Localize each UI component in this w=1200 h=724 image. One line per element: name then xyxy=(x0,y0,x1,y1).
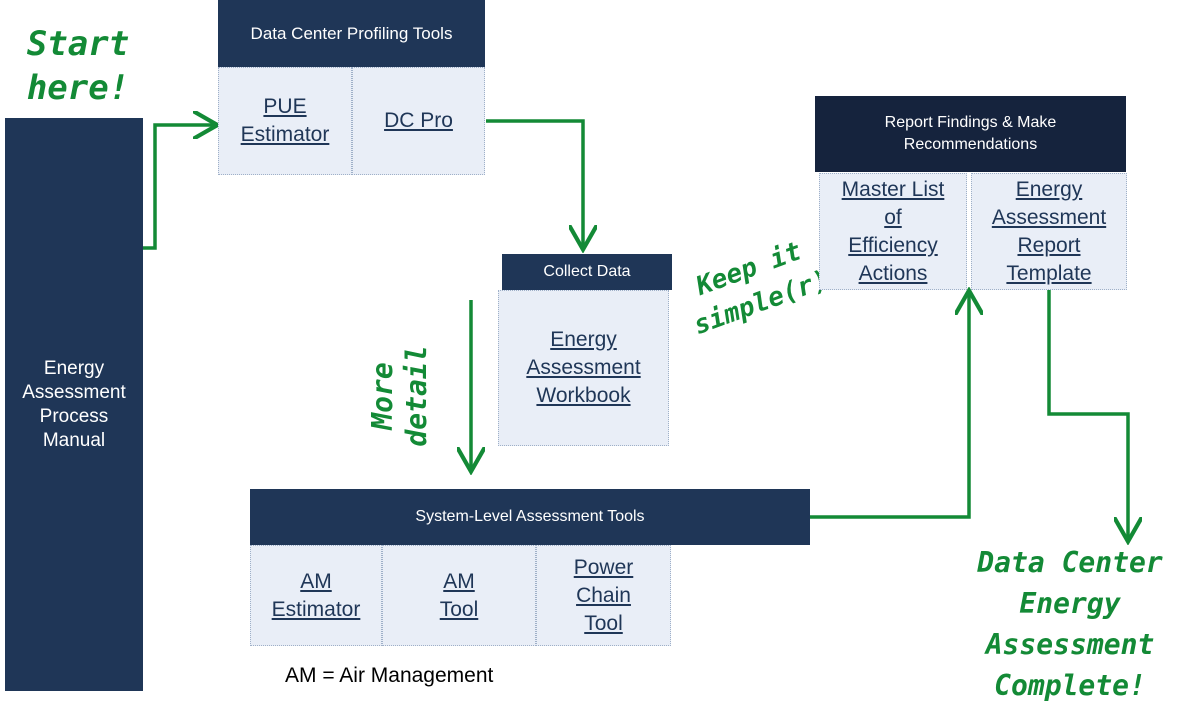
arrow-system-to-report xyxy=(810,294,969,519)
master-list-link-line[interactable]: Actions xyxy=(858,261,928,285)
complete-annotation: Data Center Energy Assessment Complete! xyxy=(960,542,1180,706)
workbook-link-line[interactable]: Assessment xyxy=(526,356,641,379)
am-estimator-cell: AM Estimator xyxy=(250,545,382,646)
arrow-report-to-complete xyxy=(1047,289,1128,538)
pue-estimator-cell: PUE Estimator xyxy=(218,67,352,175)
workbook-link-line[interactable]: Energy xyxy=(550,328,617,351)
master-list-link-line[interactable]: of xyxy=(884,205,902,229)
more-detail-line: More xyxy=(366,362,399,430)
start-here-annotation: Start here! xyxy=(18,22,138,110)
complete-line: Complete! xyxy=(994,669,1146,702)
manual-label-line: Energy xyxy=(43,357,105,379)
report-template-link-line[interactable]: Report xyxy=(1017,233,1081,257)
process-manual-box[interactable]: Energy Assessment Process Manual xyxy=(5,118,143,691)
power-chain-link-line[interactable]: Chain xyxy=(576,583,631,607)
more-detail-annotation: More detail xyxy=(366,326,434,466)
workbook-cell: Energy Assessment Workbook xyxy=(498,290,669,446)
report-findings-header: Report Findings & Make Recommendations xyxy=(815,96,1126,172)
profiling-tools-header: Data Center Profiling Tools xyxy=(218,0,485,67)
power-chain-link-line[interactable]: Power xyxy=(573,555,634,579)
complete-line: Data Center xyxy=(977,546,1163,579)
master-list-link-line[interactable]: Master List xyxy=(841,177,945,201)
am-tool-link-line[interactable]: AM xyxy=(443,569,475,593)
workbook-link-line[interactable]: Workbook xyxy=(536,384,631,407)
master-list-link-line[interactable]: Efficiency xyxy=(848,233,938,257)
report-header-line: Recommendations xyxy=(903,136,1038,153)
am-estimator-link-line[interactable]: Estimator xyxy=(271,597,361,621)
start-here-line: here! xyxy=(26,68,130,108)
start-here-line: Start xyxy=(26,24,130,64)
arrow-dcpro-to-collect xyxy=(486,119,583,246)
report-template-cell: Energy Assessment Report Template xyxy=(971,173,1127,290)
system-level-header: System-Level Assessment Tools xyxy=(250,489,810,545)
power-chain-cell: Power Chain Tool xyxy=(536,545,671,646)
more-detail-line: detail xyxy=(400,345,433,447)
complete-line: Assessment xyxy=(985,628,1155,661)
report-header-line: Report Findings & Make xyxy=(884,114,1057,131)
complete-line: Energy xyxy=(1019,587,1121,620)
dc-pro-link[interactable]: DC Pro xyxy=(384,109,453,132)
arrow-manual-to-profiling xyxy=(143,125,214,250)
am-tool-cell: AM Tool xyxy=(382,545,536,646)
am-estimator-link-line[interactable]: AM xyxy=(300,569,332,593)
manual-label-line: Manual xyxy=(42,429,106,451)
collect-data-header: Collect Data xyxy=(502,254,672,290)
report-template-link-line[interactable]: Template xyxy=(1006,261,1092,285)
pue-estimator-link[interactable]: PUE Estimator xyxy=(240,95,330,146)
report-template-link-line[interactable]: Assessment xyxy=(991,205,1107,229)
am-legend: AM = Air Management xyxy=(285,664,494,687)
power-chain-link-line[interactable]: Tool xyxy=(584,611,623,635)
manual-label-line: Assessment xyxy=(22,381,126,403)
dc-pro-cell: DC Pro xyxy=(352,67,485,175)
manual-label-line: Process xyxy=(39,405,109,427)
master-list-cell: Master List of Efficiency Actions xyxy=(819,173,967,290)
am-tool-link-line[interactable]: Tool xyxy=(439,597,479,621)
report-template-link-line[interactable]: Energy xyxy=(1015,177,1083,201)
